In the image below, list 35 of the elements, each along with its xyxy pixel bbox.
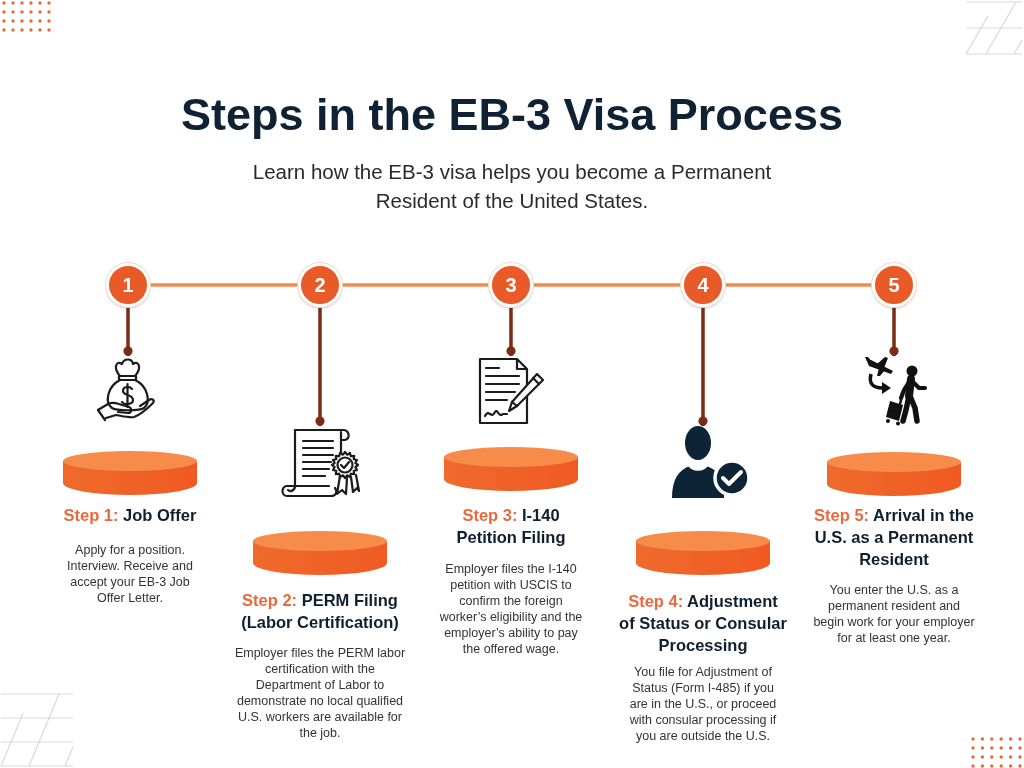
step-number: 2 (314, 274, 326, 296)
connector-line (533, 283, 681, 287)
step-description: You enter the U.S. as a permanent resident and begin work for your employer for at least one year. (812, 582, 976, 646)
money-bag-icon (96, 356, 158, 422)
step-heading: Step 5: Arrival in the U.S. as a Permanent Resident (813, 505, 975, 570)
page-title: Steps in the EB-3 Visa Process (180, 88, 844, 142)
step-heading: Step 4: Adjustment of Status or Consular Processing (618, 591, 788, 656)
step-description: Apply for a position. Interview. Receive and accept your EB-3 Job Offer Letter. (66, 542, 194, 606)
step-number: 1 (122, 274, 134, 296)
step-heading: Step 1: Job Offer (62, 505, 198, 526)
step-number-circle (106, 263, 150, 307)
connector-line (150, 283, 298, 287)
step-number: 3 (505, 274, 517, 296)
stem-line (315, 307, 325, 426)
connector-line (725, 283, 872, 287)
stem-line (506, 307, 516, 356)
step-number-circle (681, 263, 725, 307)
step-description: You file for Adjustment of Status (Form I-485) if you are in the U.S., or proceed with consular processing if you are outside the U.S. (628, 664, 778, 744)
step-heading: Step 2: PERM Filing (Labor Certification) (240, 590, 400, 633)
step-description: Employer files the I-140 petition with USCIS to confirm the foreign worker’s eligibility and the employer’s ability to pay the offered wage. (438, 561, 584, 657)
stem-line (889, 307, 899, 356)
subtitle: Learn how the EB-3 visa helps you become a Permanent Resident of the United States. (251, 159, 773, 214)
step-heading: Step 3: I-140 Petition Filing (455, 505, 567, 548)
stem-line (123, 307, 133, 356)
step-number-circle (298, 263, 342, 307)
step-number: 4 (697, 274, 709, 296)
traveler-icon (863, 356, 929, 426)
document-pen-icon (477, 356, 545, 426)
certificate-icon (279, 426, 361, 498)
stem-line (698, 307, 708, 426)
step-number-circle (489, 263, 533, 307)
step-description: Employer files the PERM labor certification with the Department of Labor to demonstrate no local qualified U.S. workers are available for the job. (233, 645, 407, 741)
connector-line (342, 283, 489, 287)
step-number: 5 (888, 274, 900, 296)
step-number-circle (872, 263, 916, 307)
